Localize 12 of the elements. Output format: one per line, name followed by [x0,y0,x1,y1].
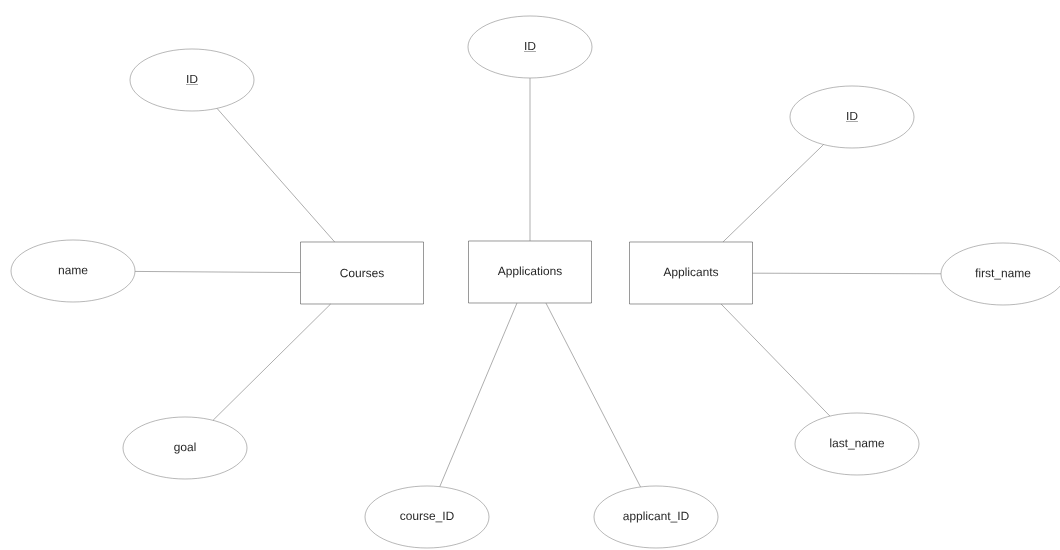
connector-line [135,271,301,273]
entity-box: Courses [300,241,424,305]
entity-box: Applicants [629,241,753,305]
connector-line [722,144,824,242]
connector-line [212,304,331,421]
connector-line [545,303,641,487]
connector-line [529,78,531,241]
connector-line [439,303,518,487]
connector-line [752,273,941,274]
connector-line [721,304,830,417]
entity-box: Applications [468,240,592,304]
connector-line [216,108,335,242]
